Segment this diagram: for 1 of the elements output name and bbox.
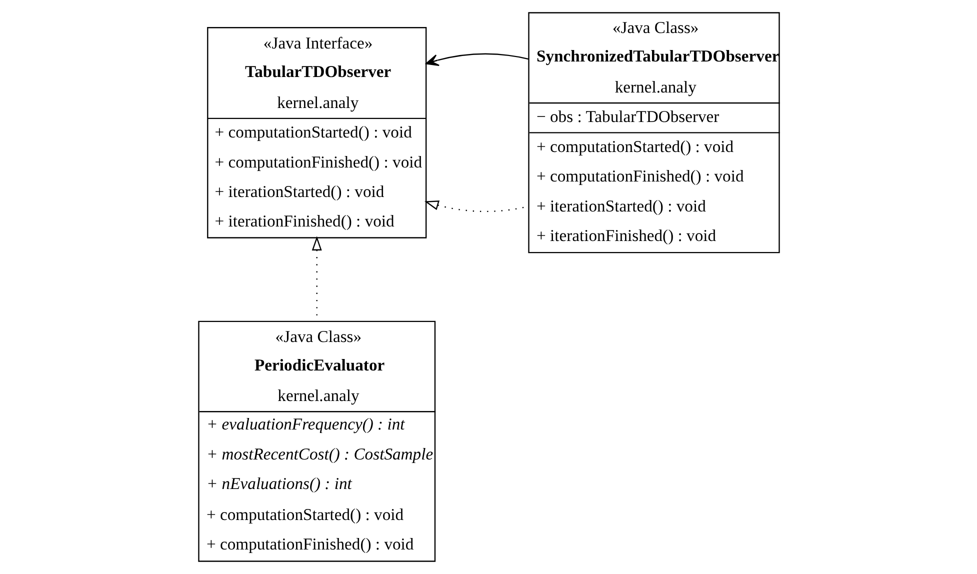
arrow xyxy=(425,53,528,66)
